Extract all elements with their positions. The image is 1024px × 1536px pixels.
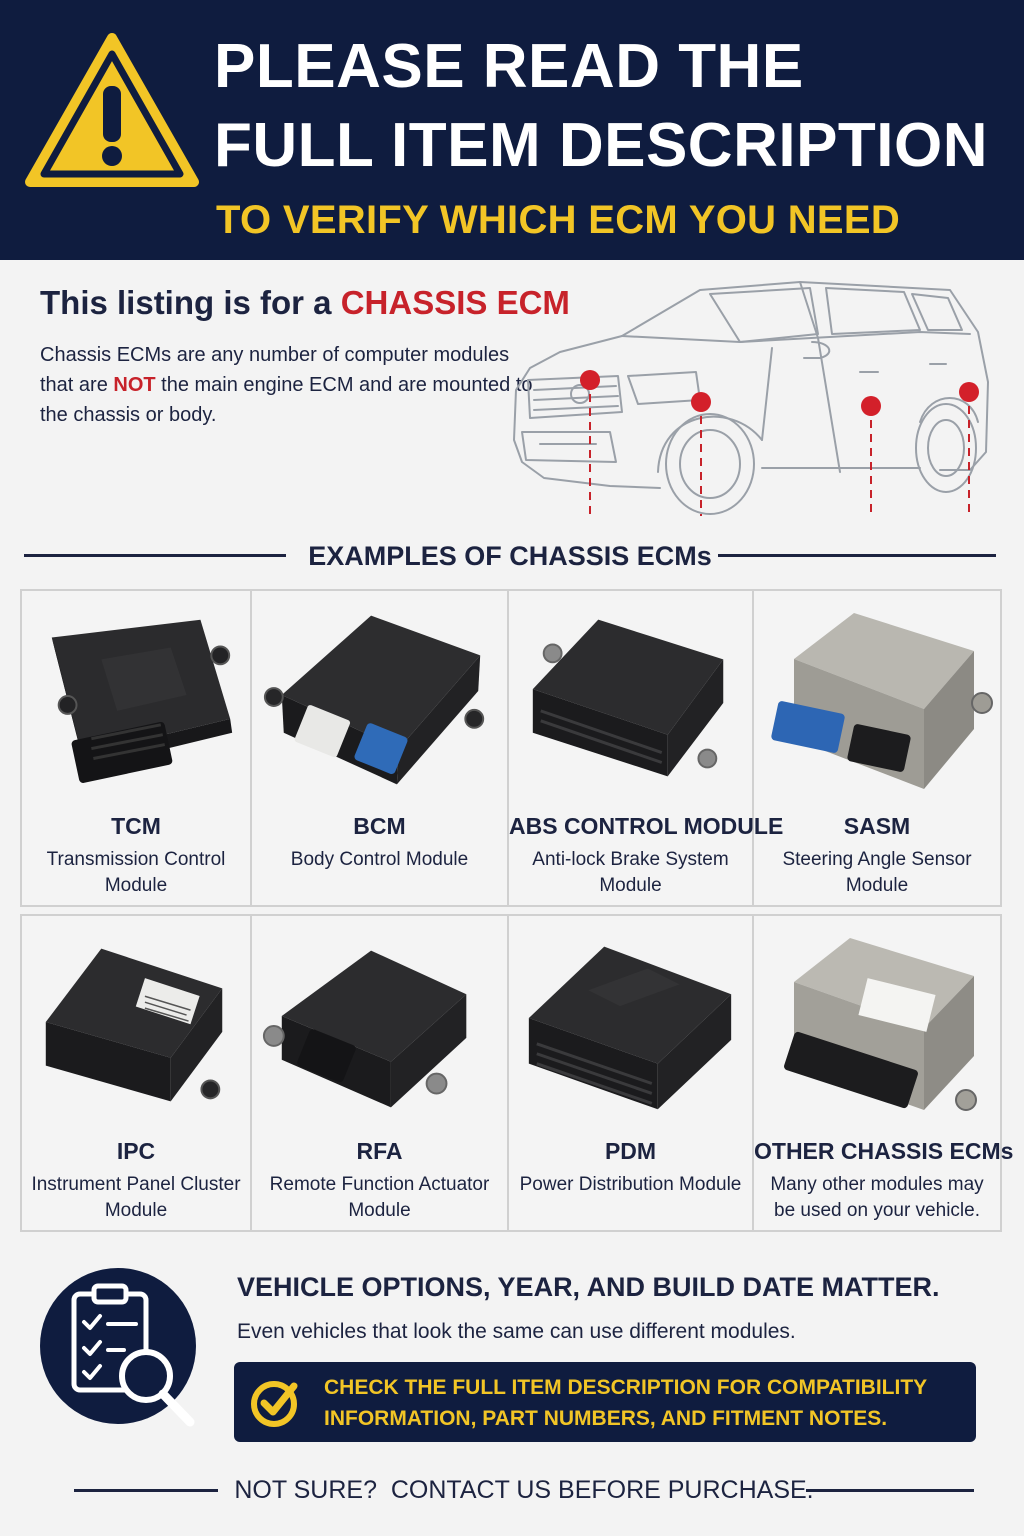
module-description: Body Control Module: [290, 849, 469, 870]
module-description: Anti-lock Brake System Module: [532, 849, 729, 896]
module-card-sasm: SASM Steering Angle Sensor Module: [754, 591, 1000, 905]
clipboard-magnifier-icon: [40, 1268, 196, 1427]
intro-text: Chassis ECMs are any number of computer …: [40, 340, 540, 430]
module-code: RFA: [356, 1138, 403, 1164]
heading-rule-right: [718, 554, 996, 557]
module-grid-row-1: TCM Transmission Control Module BCM Body…: [20, 589, 1002, 907]
module-card-pdm: PDM Power Distribution Module: [509, 916, 754, 1230]
intro-title-prefix: This listing is for a: [40, 284, 341, 321]
header-subtitle: TO VERIFY WHICH ECM YOU NEED: [216, 198, 901, 242]
module-card-abs: ABS CONTROL MODULE Anti-lock Brake Syste…: [509, 591, 784, 905]
footer-rule-left: [74, 1489, 218, 1492]
rfa-module-image: [262, 950, 467, 1108]
module-description: Steering Angle Sensor Module: [782, 849, 972, 896]
check-circle-icon: [251, 1381, 298, 1427]
intro-title-highlight: CHASSIS ECM: [340, 284, 570, 321]
module-description: Many other modules may be used on your v…: [770, 1174, 984, 1221]
suv-outline-illustration: [513, 281, 989, 515]
sasm-module-image: [771, 613, 993, 789]
intro-text-before: Chassis ECMs are any number of computer …: [40, 344, 510, 396]
module-code: PDM: [604, 1138, 657, 1164]
module-card-tcm: TCM Transmission Control Module: [22, 591, 252, 905]
heading-rule-left: [24, 554, 286, 557]
tcm-module-image: [51, 619, 233, 783]
header-line-1: PLEASE READ THE: [214, 32, 804, 101]
ipc-module-image: [45, 948, 223, 1102]
module-description: Remote Function Actuator Module: [269, 1174, 490, 1221]
intro-text-after: the main engine ECM and are mounted to t…: [40, 374, 533, 426]
module-code: BCM: [353, 813, 406, 839]
intro-title: This listing is for a CHASSIS ECM: [40, 284, 570, 322]
module-card-other: OTHER CHASSIS ECMs Many other modules ma…: [754, 916, 1014, 1230]
module-code: OTHER CHASSIS ECMs: [754, 1138, 1014, 1164]
bcm-module-image: [263, 615, 485, 785]
module-card-ipc: IPC Instrument Panel Cluster Module: [22, 916, 252, 1230]
abs-module-image: [532, 619, 724, 777]
module-description: Instrument Panel Cluster Module: [31, 1174, 241, 1221]
module-code: ABS CONTROL MODULE: [509, 813, 784, 839]
footer-rule-right: [806, 1489, 974, 1492]
pdm-module-image: [528, 946, 732, 1110]
bottom-title: VEHICLE OPTIONS, YEAR, AND BUILD DATE MA…: [237, 1272, 940, 1302]
check-description-banner: CHECK THE FULL ITEM DESCRIPTION FOR COMP…: [234, 1362, 976, 1442]
module-code: SASM: [843, 813, 911, 839]
module-description: Transmission Control Module: [46, 849, 226, 896]
footer: NOT SURE? CONTACT US BEFORE PURCHASE.: [74, 1470, 974, 1510]
warning-triangle-icon: [25, 33, 199, 187]
module-code: TCM: [111, 813, 161, 839]
header-banner: PLEASE READ THE FULL ITEM DESCRIPTION TO…: [0, 0, 1024, 260]
footer-contact-text: NOT SURE? CONTACT US BEFORE PURCHASE.: [234, 1476, 814, 1504]
bottom-text: Even vehicles that look the same can use…: [237, 1320, 796, 1343]
header-line-2: FULL ITEM DESCRIPTION: [214, 111, 989, 180]
examples-heading: EXAMPLES OF CHASSIS ECMs: [24, 536, 996, 576]
module-description: Power Distribution Module: [519, 1174, 742, 1195]
module-code: IPC: [116, 1138, 156, 1164]
other-module-image: [784, 938, 977, 1111]
module-location-markers: [580, 370, 979, 516]
intro-text-highlight: NOT: [113, 374, 156, 396]
check-description-text: CHECK THE FULL ITEM DESCRIPTION FOR COMP…: [324, 1376, 927, 1430]
module-card-bcm: BCM Body Control Module: [252, 591, 509, 905]
module-card-rfa: RFA Remote Function Actuator Module: [252, 916, 509, 1230]
examples-heading-label: EXAMPLES OF CHASSIS ECMs: [308, 541, 712, 571]
module-grid-row-2: IPC Instrument Panel Cluster Module RFA …: [20, 914, 1014, 1232]
